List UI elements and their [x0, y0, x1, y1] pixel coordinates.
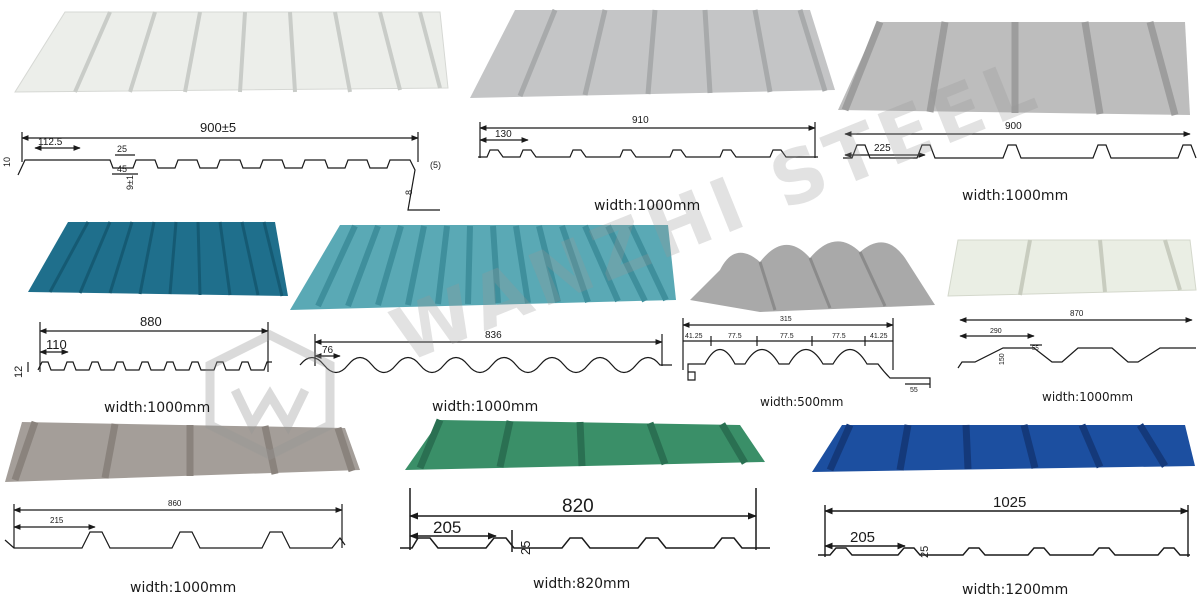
corrugated-sheet-image: [690, 241, 935, 312]
dim-pitch: 130: [495, 129, 512, 140]
dim-overall: 870: [1070, 309, 1084, 318]
dim-end: 55: [910, 387, 918, 394]
dim-overall: 860: [168, 499, 182, 508]
aqua-sheet-image: [290, 225, 676, 310]
dim-pitch: 205: [850, 529, 875, 546]
panel-white-trapezoid: 900±5 112.5 25 45 9±1 10 (5) 8: [2, 11, 449, 211]
caption-green: width:820mm: [533, 576, 631, 592]
dim-pitch: 225: [874, 143, 891, 154]
dim-pitch: 112.5: [38, 137, 63, 148]
caption-aqua: width:1000mm: [432, 399, 539, 415]
panel-royal-blue: 1025 205 25: [812, 423, 1195, 558]
dim-rib-bottom: 45: [117, 164, 127, 174]
dim-rib-top: 25: [117, 144, 127, 154]
dim-b: 77.5: [728, 333, 742, 340]
dim-lip: 10: [2, 157, 12, 167]
dim-side: 8: [404, 190, 414, 195]
dim-rib-top: 55: [1032, 346, 1039, 352]
dim-overall: 900: [1005, 121, 1022, 132]
royal-blue-sheet-image: [812, 425, 1195, 472]
panel-blue: 880 110 12: [13, 221, 288, 378]
dim-overall: 836: [485, 330, 502, 341]
dim-overall: 910: [632, 115, 649, 126]
dim-pitch: 215: [50, 516, 64, 525]
cream-sheet-image: [947, 239, 1197, 297]
panel-aqua-corrugated: 836 76: [290, 224, 676, 374]
dim-pitch: 76: [322, 345, 334, 356]
dim-d: 77.5: [832, 333, 846, 340]
dim-pitch: 290: [990, 328, 1002, 335]
dim-a: 41.25: [685, 333, 703, 340]
dim-height: 25: [518, 541, 533, 555]
panel-grey-corrugated: 315 41.25 77.5 77.5 77.5 41.25 55: [682, 241, 935, 394]
dim-overall: 900±5: [200, 120, 236, 135]
caption-grey: width:1000mm: [962, 188, 1069, 204]
caption-taupe: width:1000mm: [130, 580, 237, 596]
watermark-logo: [205, 329, 335, 461]
caption-blue: width:1000mm: [104, 400, 211, 416]
dim-height: 25: [919, 546, 931, 558]
dim-overall: 315: [780, 316, 792, 323]
dim-c: 77.5: [780, 333, 794, 340]
panel-cream: 870 290 150 55: [947, 239, 1197, 369]
dim-pitch: 205: [433, 518, 461, 537]
dim-overall: 1025: [993, 494, 1026, 511]
panel-green: 820 205 25: [400, 418, 770, 555]
panel-taupe: 860 215: [4, 420, 360, 549]
white-profile-drawing: [17, 132, 440, 211]
dim-height: 9±1: [125, 175, 135, 190]
dim-end: (5): [430, 160, 441, 170]
caption-cream: width:1000mm: [1042, 390, 1134, 404]
dim-overall: 820: [562, 496, 594, 517]
panel-silver: 910 130: [470, 9, 835, 158]
dim-overall: 880: [140, 314, 162, 329]
caption-silver: width:1000mm: [594, 198, 701, 214]
dim-height: 150: [999, 353, 1006, 365]
dim-height: 12: [13, 366, 25, 378]
dim-pitch: 110: [46, 337, 67, 352]
panel-grey: 900 225: [838, 20, 1197, 159]
green-sheet-image: [405, 420, 765, 470]
taupe-sheet-image: [5, 422, 360, 482]
dim-e: 41.25: [870, 333, 888, 340]
caption-royal-blue: width:1200mm: [962, 582, 1069, 598]
caption-corrugated: width:500mm: [760, 395, 844, 409]
